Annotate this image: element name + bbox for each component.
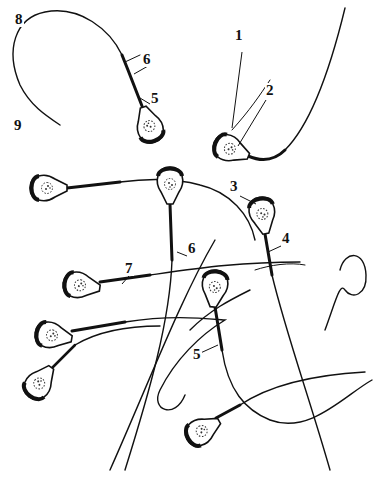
callout-number: 6: [187, 241, 197, 256]
callout-number: 2: [265, 83, 275, 98]
callout-number: 4: [281, 231, 291, 246]
callout-number: 1: [234, 28, 244, 43]
callout-number: 5: [150, 91, 160, 106]
callout-number: 9: [13, 118, 23, 133]
callout-number: 5: [192, 347, 202, 362]
callout-number: 7: [124, 261, 134, 276]
callout-number: 8: [14, 12, 24, 27]
callout-number: 3: [229, 179, 239, 194]
callout-number: 6: [142, 52, 152, 67]
